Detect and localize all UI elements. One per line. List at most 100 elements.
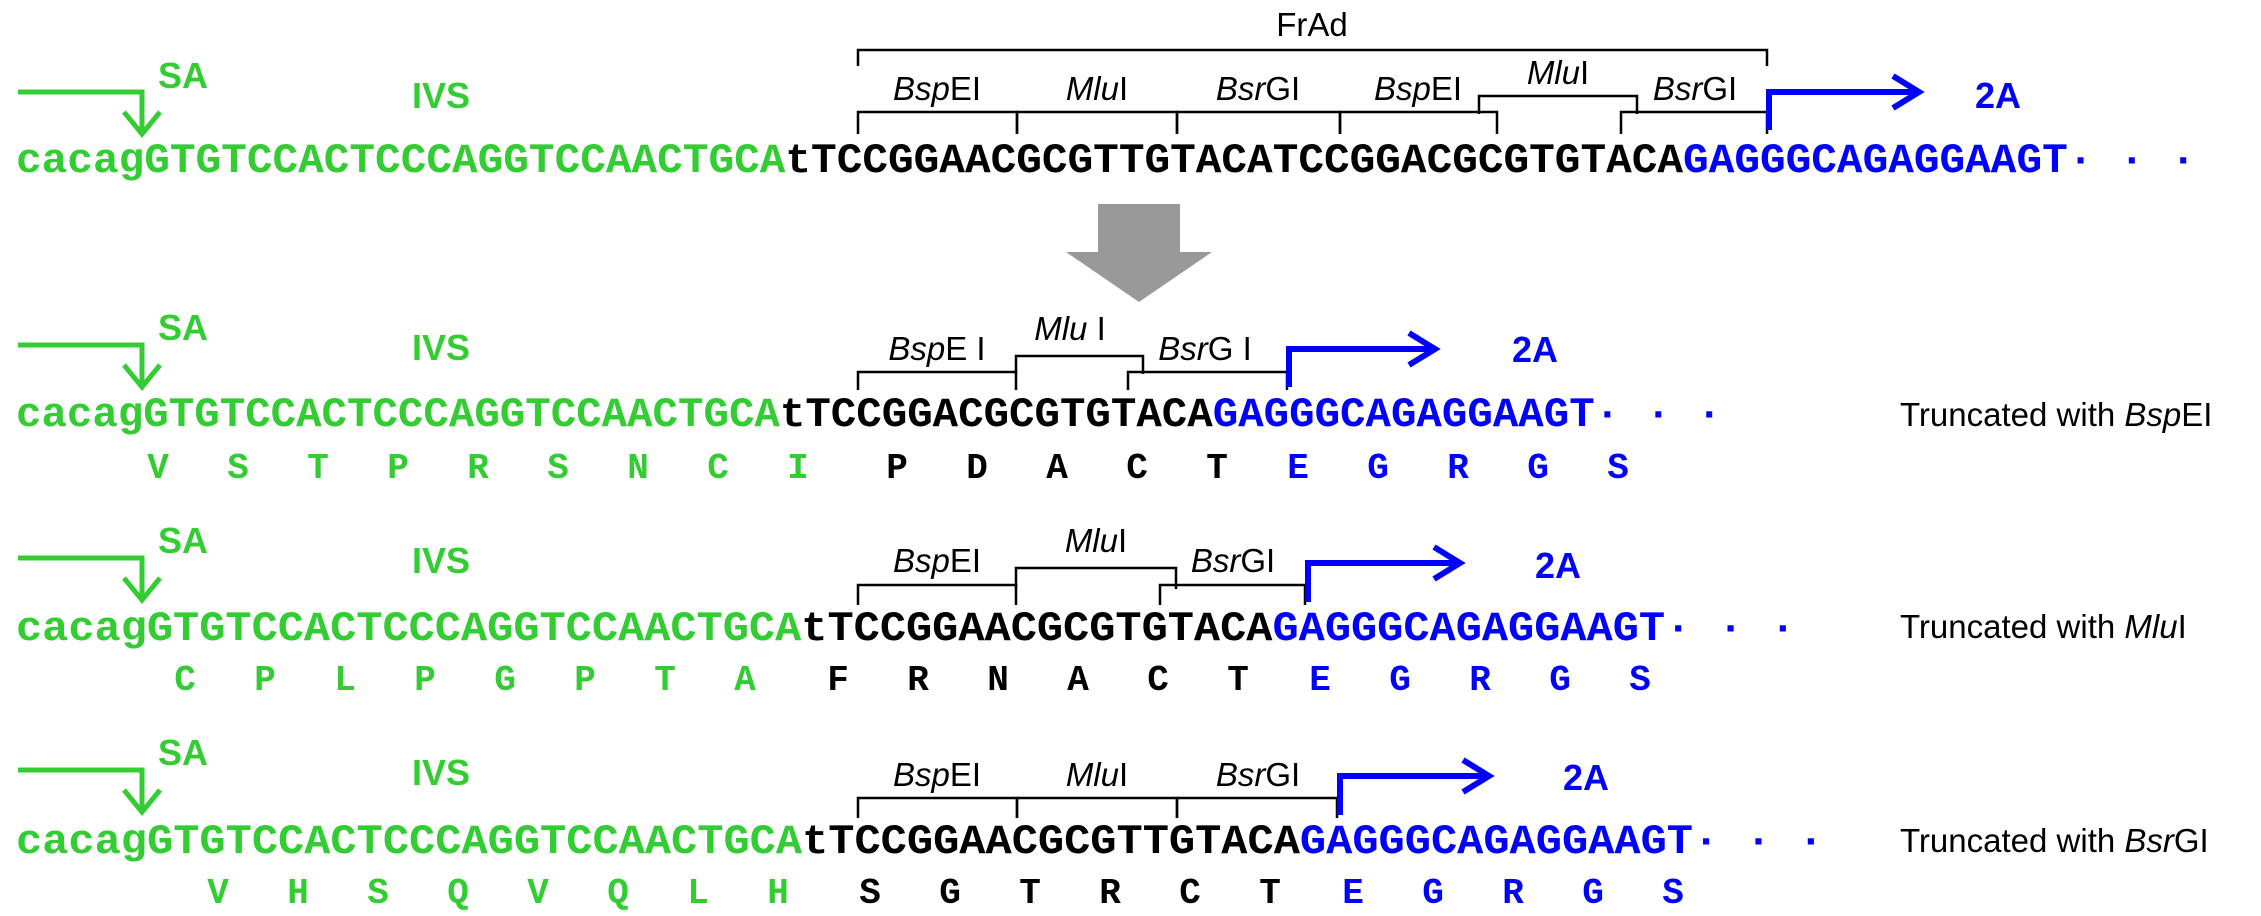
amino-acid: Q	[447, 873, 469, 914]
transition-arrow-icon	[1066, 204, 1212, 302]
2a-arrowhead-icon	[1407, 330, 1441, 368]
sa-label: SA	[158, 307, 208, 348]
frad-bracket	[856, 48, 1769, 66]
site-label-bspei-1: BspEI	[893, 70, 981, 107]
ivs-label: IVS	[412, 75, 470, 116]
amino-acid: R	[1447, 448, 1469, 489]
amino-acid: V	[207, 873, 229, 914]
amino-acid: G	[1549, 660, 1571, 701]
site-label-mlui: Mlu I	[1034, 310, 1106, 347]
site-bracket-bspei-2	[1338, 110, 1499, 134]
amino-acid: E	[1287, 448, 1309, 489]
truncation-label: Truncated with BspEI	[1900, 396, 2212, 433]
2a-label: 2A	[1975, 75, 2021, 116]
amino-acid: I	[787, 448, 809, 489]
site-label-bsrgi-1: BsrGI	[1216, 70, 1300, 107]
sa-label: SA	[158, 520, 208, 561]
amino-acid: A	[1046, 448, 1068, 489]
site-label-bsrgi: BsrGI	[1216, 756, 1300, 793]
amino-acid: P	[574, 660, 596, 701]
site-label-bspei: BspE I	[888, 330, 985, 367]
amino-acid: C	[1147, 660, 1169, 701]
amino-acid: V	[147, 448, 169, 489]
splice-acceptor-arrow-icon	[18, 89, 145, 130]
2a-arrowhead-icon	[1891, 73, 1925, 111]
site-bracket-bspei	[856, 796, 1019, 818]
splice-acceptor-arrowhead-icon	[122, 788, 162, 816]
amino-acid: C	[1179, 873, 1201, 914]
amino-acid: N	[987, 660, 1009, 701]
amino-acid: S	[547, 448, 569, 489]
amino-acid: D	[966, 448, 988, 489]
truncation-label: Truncated with BsrGI	[1900, 822, 2209, 859]
site-bracket-bspei	[856, 583, 1018, 605]
ivs-label: IVS	[412, 327, 470, 368]
site-bracket-bspei-1	[856, 110, 1019, 134]
amino-acid: R	[1502, 873, 1524, 914]
ivs-label: IVS	[412, 540, 470, 581]
splice-acceptor-arrowhead-icon	[122, 363, 162, 391]
site-label-mlui: MluI	[1065, 522, 1127, 559]
amino-acid: T	[1019, 873, 1041, 914]
amino-acid: L	[334, 660, 356, 701]
amino-acid: C	[174, 660, 196, 701]
amino-acid: S	[1662, 873, 1684, 914]
amino-acid: R	[907, 660, 929, 701]
amino-acid: T	[654, 660, 676, 701]
site-label-bspei-2: BspEI	[1374, 70, 1462, 107]
sa-label: SA	[158, 55, 208, 96]
amino-acid: T	[1227, 660, 1249, 701]
amino-acid: R	[1469, 660, 1491, 701]
amino-acid: C	[1126, 448, 1148, 489]
amino-acid: E	[1309, 660, 1331, 701]
amino-acid: S	[367, 873, 389, 914]
amino-acid: S	[1607, 448, 1629, 489]
amino-acid: S	[227, 448, 249, 489]
site-label-bsrgi: BsrGI	[1191, 542, 1275, 579]
2a-arrow-icon	[1337, 773, 1485, 815]
site-bracket-bsrgi	[1158, 583, 1307, 605]
amino-acid: N	[627, 448, 649, 489]
2a-arrowhead-icon	[1461, 757, 1495, 795]
2a-arrow-icon	[1305, 560, 1455, 602]
site-label-bsrgi: BsrG I	[1158, 330, 1252, 367]
amino-acid: G	[1367, 448, 1389, 489]
ivs-label: IVS	[412, 752, 470, 793]
splice-acceptor-arrow-icon	[18, 342, 145, 383]
site-bracket-mlui	[1014, 354, 1145, 374]
amino-acid: E	[1342, 873, 1364, 914]
amino-acid: G	[1582, 873, 1604, 914]
amino-acid: Q	[607, 873, 629, 914]
amino-acid: S	[1629, 660, 1651, 701]
truncation-label: Truncated with MluI	[1900, 608, 2187, 645]
amino-acid: T	[1259, 873, 1281, 914]
2a-label: 2A	[1512, 329, 1558, 370]
site-bracket-mlui-1	[1015, 110, 1179, 134]
amino-acid: V	[527, 873, 549, 914]
site-bracket-bspei	[856, 370, 1018, 390]
amino-acid: G	[1422, 873, 1444, 914]
amino-acid: A	[734, 660, 756, 701]
splice-acceptor-arrowhead-icon	[122, 110, 162, 138]
splice-acceptor-arrow-icon	[18, 767, 145, 808]
2a-label: 2A	[1535, 545, 1581, 586]
amino-acid: P	[886, 448, 908, 489]
amino-acid: C	[707, 448, 729, 489]
amino-acid: P	[254, 660, 276, 701]
site-bracket-bsrgi-2	[1619, 110, 1769, 134]
site-bracket-mlui	[1015, 796, 1179, 818]
amino-acid: R	[467, 448, 489, 489]
amino-acid: P	[387, 448, 409, 489]
site-label-bspei: BspEI	[893, 756, 981, 793]
amino-acid: G	[939, 873, 961, 914]
splice-acceptor-arrowhead-icon	[122, 576, 162, 604]
amino-acid: P	[414, 660, 436, 701]
2a-arrow-icon	[1286, 346, 1430, 387]
